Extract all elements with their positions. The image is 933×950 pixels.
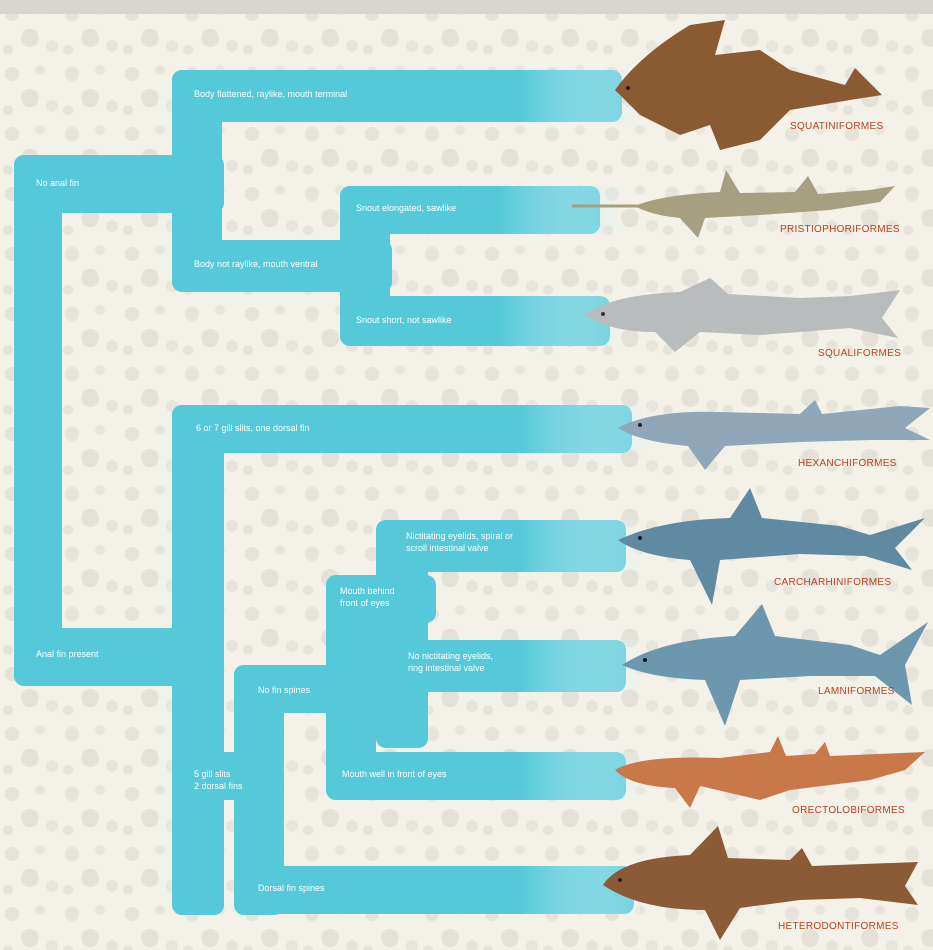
- mouth-behind-label: Mouth behind front of eyes: [340, 585, 430, 609]
- gill-5-label: 5 gill slits 2 dorsal fins: [194, 768, 274, 792]
- no-nictitating-label: No nictitating eyelids, ring intestinal …: [408, 650, 568, 674]
- order-lamniformes: LAMNIFORMES: [818, 686, 895, 697]
- order-orectolobiformes: ORECTOLOBIFORMES: [792, 805, 905, 816]
- nictitating-label: Nictitating eyelids, spiral or scroll in…: [406, 530, 576, 554]
- order-hexanchiformes: HEXANCHIFORMES: [798, 458, 897, 469]
- dorsal-fin-spines-label: Dorsal fin spines: [258, 882, 325, 894]
- no-anal-fin-label: No anal fin: [36, 177, 79, 189]
- dogfish-icon: [585, 278, 900, 352]
- snout-elongated-label: Snout elongated, sawlike: [356, 202, 456, 214]
- body-flattened-label: Body flattened, raylike, mouth terminal: [194, 88, 347, 100]
- order-heterodontiformes: HETERODONTIFORMES: [778, 921, 899, 932]
- order-squaliformes: SQUALIFORMES: [818, 348, 901, 359]
- anal-fin-present-label: Anal fin present: [36, 648, 99, 660]
- order-pristiophoriformes: PRISTIOPHORIFORMES: [780, 224, 900, 235]
- order-squatiniformes: SQUATINIFORMES: [790, 121, 883, 132]
- body-not-raylike-label: Body not raylike, mouth ventral: [194, 258, 318, 270]
- order-carcharhiniformes: CARCHARHINIFORMES: [774, 577, 891, 588]
- gill-6-7-label: 6 or 7 gill slits, one dorsal fin: [196, 422, 310, 434]
- snout-short-label: Snout short, not sawlike: [356, 314, 452, 326]
- mackerel-shark-icon: [622, 604, 928, 726]
- mouth-well-label: Mouth well in front of eyes: [342, 768, 447, 780]
- no-fin-spines-label: No fin spines: [258, 684, 310, 696]
- carpet-shark-icon: [615, 736, 925, 808]
